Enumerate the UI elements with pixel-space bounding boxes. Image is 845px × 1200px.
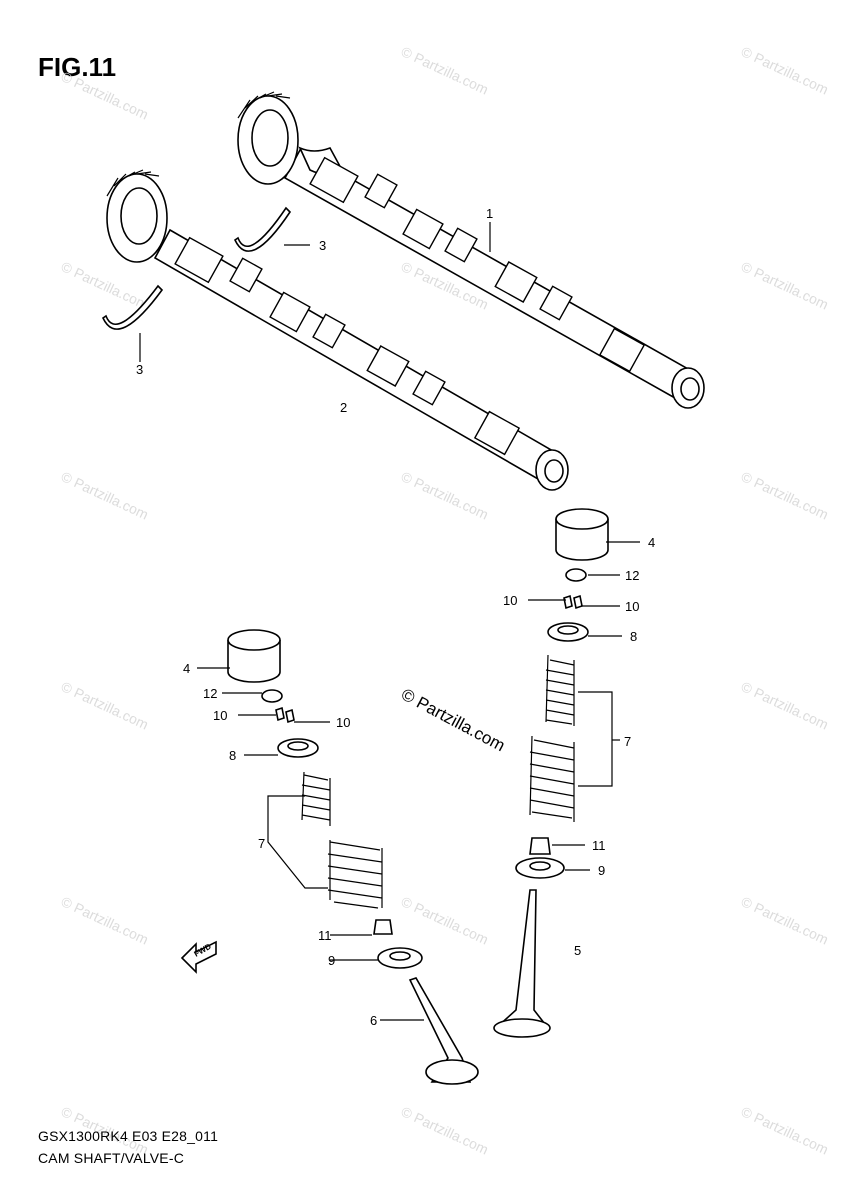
callout-12: 12 [203,686,217,701]
watermark-layer: © Partzilla.com © Partzilla.com © Partzi… [59,43,831,1157]
callout-12: 12 [625,568,639,583]
callout-8: 8 [630,629,637,644]
cotter-10-right [563,594,583,610]
callout-9: 9 [598,863,605,878]
callout-3: 3 [319,238,326,253]
callout-7: 7 [258,836,265,851]
callout-3: 3 [136,362,143,377]
outer-spring-7-left [327,840,383,909]
center-watermark: © Partzilla.com [398,685,508,756]
callout-7: 7 [624,734,631,749]
leader-lines [139,222,640,1021]
right-valve-assembly [493,508,609,1038]
valve-6-intake [408,977,479,1085]
callout-10: 10 [625,599,639,614]
shim-12-left [261,689,283,703]
fwd-arrow: FWD [180,940,217,974]
shim-12-right [565,568,587,582]
watermark-text: © Partzilla.com [739,258,831,312]
circlip-3-lower [101,284,164,330]
watermark-text: © Partzilla.com [739,468,831,522]
watermark-text: © Partzilla.com [59,893,151,947]
outer-spring-7-right [529,735,575,822]
callout-4: 4 [648,535,655,550]
callout-2: 2 [340,400,347,415]
spring-seat-9-left [377,947,423,969]
watermark-text: © Partzilla.com [59,468,151,522]
callout-9: 9 [328,953,335,968]
camshaft-2 [106,169,569,491]
retainer-8-left [277,738,319,758]
callout-11: 11 [318,928,332,943]
callout-11: 11 [592,838,606,853]
inner-spring-7-left [301,771,331,826]
callout-5: 5 [574,943,581,958]
callout-10: 10 [336,715,350,730]
watermark-text: © Partzilla.com [399,893,491,947]
watermark-text: © Partzilla.com [739,678,831,732]
figure-title: FIG.11 [38,52,117,82]
watermark-text: © Partzilla.com [739,43,831,97]
callout-4: 4 [183,661,190,676]
tappet-4-right [555,508,609,561]
callout-8: 8 [229,748,236,763]
left-valve-assembly [227,629,479,1085]
watermark-text: © Partzilla.com [59,68,151,122]
callout-labels: 1 2 3 3 4 4 12 12 10 10 10 10 8 8 7 7 11… [136,206,655,1028]
tappet-4-left [227,629,281,683]
retainer-8-right [547,622,589,642]
callout-10: 10 [213,708,227,723]
spring-seat-9-right [515,857,565,879]
callout-1: 1 [486,206,493,221]
valve-seal-11-right [529,837,551,855]
inner-spring-7-right [545,654,575,726]
circlip-3-upper [233,206,292,252]
model-code: GSX1300RK4 E03 E28_011 [38,1128,219,1144]
watermark-text: © Partzilla.com [59,258,151,312]
callout-6: 6 [370,1013,377,1028]
watermark-text: © Partzilla.com [739,1103,831,1157]
camshaft-1 [237,91,705,409]
section-name: CAM SHAFT/VALVE-C [38,1150,185,1166]
callout-10: 10 [503,593,517,608]
watermark-text: © Partzilla.com [739,893,831,947]
valve-seal-11-left [373,919,393,935]
valve-5-exhaust [493,889,551,1038]
watermark-text: © Partzilla.com [399,1103,491,1157]
watermark-text: © Partzilla.com [59,678,151,732]
watermark-text: © Partzilla.com [399,43,491,97]
watermark-text: © Partzilla.com [399,468,491,522]
cotter-10-left [275,706,295,724]
